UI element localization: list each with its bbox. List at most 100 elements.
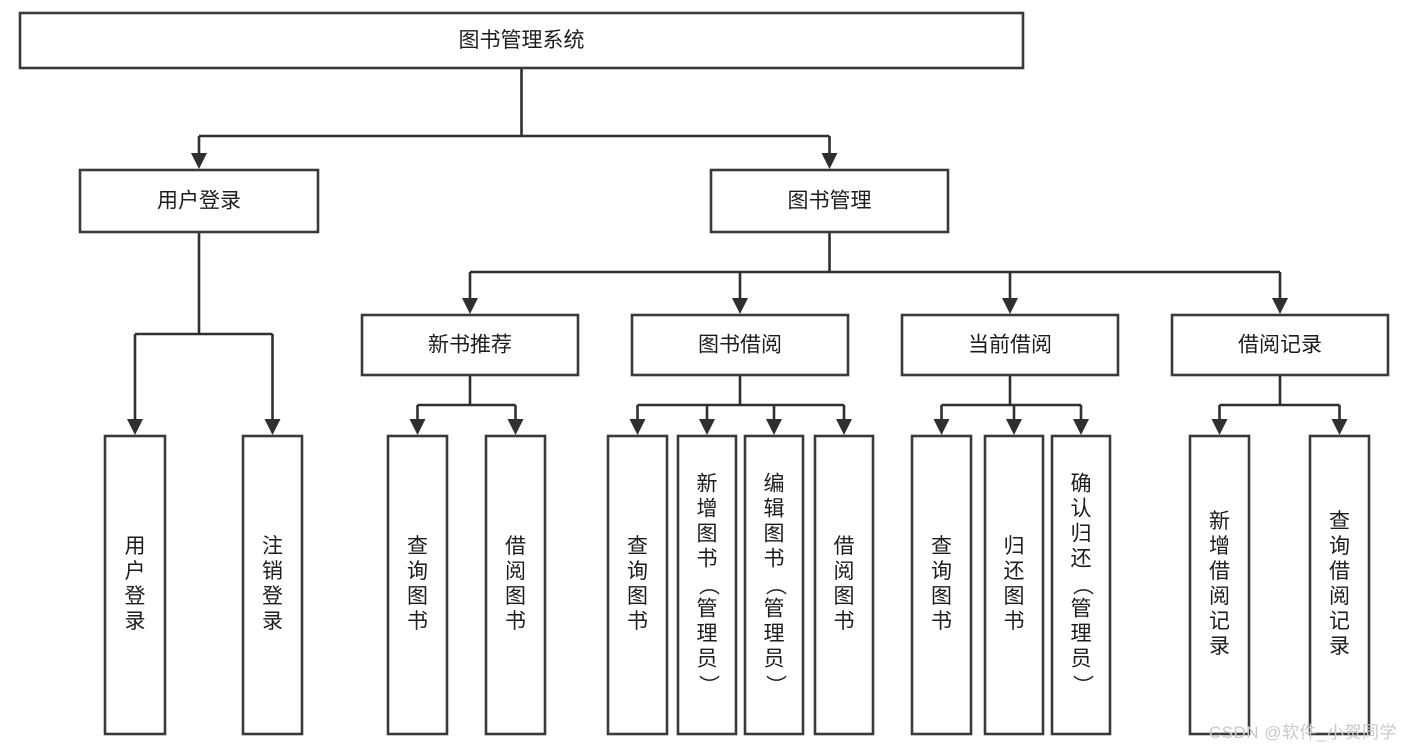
node-label-char: 书	[627, 610, 648, 633]
node-label-char: 书	[931, 610, 952, 633]
node-label-char: 户	[125, 560, 146, 583]
node-label-char: 编	[764, 473, 785, 496]
node-label-char: 阅	[1209, 585, 1230, 608]
node-label-char: 记	[1329, 610, 1350, 633]
node-label-char: 认	[1071, 498, 1092, 521]
node-box[interactable]	[241, 434, 304, 736]
arrow-head-icon	[933, 419, 950, 435]
node-box[interactable]	[983, 434, 1045, 736]
node-label-char: （	[1070, 575, 1093, 596]
node-record[interactable]: 借阅记录	[1170, 313, 1390, 377]
node-login[interactable]: 用户登录	[78, 168, 320, 234]
node-label-char: 阅	[505, 560, 526, 583]
node-current[interactable]: 当前借阅	[900, 313, 1120, 377]
node-label-char: 增	[1209, 535, 1230, 558]
arrow-head-icon	[191, 153, 207, 169]
node-label: 图书借阅	[698, 334, 782, 357]
node-box[interactable]	[709, 168, 950, 234]
arrow-head-icon	[629, 419, 646, 435]
node-label-char: 录	[1329, 635, 1350, 658]
arrow-head-icon	[462, 298, 478, 314]
arrow-head-icon	[836, 419, 852, 435]
node-box[interactable]	[484, 434, 547, 736]
node-label: 新书推荐	[428, 334, 512, 357]
node-box[interactable]	[606, 434, 669, 736]
node-label-char: 管	[764, 598, 785, 621]
connector-group-bookmgmt	[462, 232, 1288, 314]
arrow-head-icon	[264, 419, 281, 435]
node-label-char: 图	[1004, 585, 1025, 608]
node-bookmgmt[interactable]: 图书管理	[709, 168, 950, 234]
node-label-char: 借	[834, 535, 855, 558]
node-box[interactable]	[1188, 434, 1251, 736]
node-label-char: 图	[627, 585, 648, 608]
node-label-char: ）	[763, 675, 786, 696]
node-label-char: 记	[1209, 610, 1230, 633]
node-borrow[interactable]: 图书借阅	[630, 313, 850, 377]
node-label-char: 书	[834, 610, 855, 633]
node-box[interactable]	[18, 11, 1025, 70]
node-label-char: 辑	[764, 498, 785, 521]
node-label-char: 归	[1004, 535, 1025, 558]
arrow-head-icon	[127, 419, 143, 435]
node-box[interactable]	[743, 434, 805, 736]
node-leaf-user-login[interactable]: 用户登录	[103, 434, 167, 736]
node-label-char: 询	[627, 560, 648, 583]
node-box[interactable]	[813, 434, 875, 736]
node-box[interactable]	[1308, 434, 1371, 736]
node-box[interactable]	[103, 434, 167, 736]
node-label-char: 还	[1004, 560, 1025, 583]
arrow-head-icon	[821, 153, 838, 169]
node-label-char: 新	[1209, 510, 1230, 533]
node-label-char: （	[696, 575, 719, 596]
node-label-char: 管	[697, 598, 718, 621]
connector-group-borrow	[629, 375, 852, 435]
node-root[interactable]: 图书管理系统	[18, 11, 1025, 70]
node-box[interactable]	[78, 168, 320, 234]
node-label-char: 借	[505, 535, 526, 558]
node-label-char: 图	[834, 585, 855, 608]
node-label-char: 图	[931, 585, 952, 608]
node-label-char: 查	[1329, 510, 1350, 533]
node-label: 用户登录	[157, 190, 241, 213]
node-label-char: 录	[1209, 635, 1230, 658]
node-label-char: 员	[1071, 648, 1092, 671]
node-box[interactable]	[676, 434, 738, 736]
node-label: 图书管理系统	[459, 29, 585, 52]
node-box[interactable]	[386, 434, 449, 736]
node-label: 图书管理	[788, 190, 872, 213]
node-newbook[interactable]: 新书推荐	[360, 313, 580, 377]
node-label-char: 查	[627, 535, 648, 558]
connector-group-record	[1211, 375, 1348, 435]
node-label-char: 登	[125, 585, 146, 608]
arrow-head-icon	[1272, 298, 1288, 314]
connector-group-root	[191, 68, 838, 169]
node-label-char: 新	[697, 473, 718, 496]
node-label-char: 阅	[834, 560, 855, 583]
node-label-char: 阅	[1329, 585, 1350, 608]
node-label: 借阅记录	[1238, 334, 1322, 357]
node-box[interactable]	[1050, 434, 1112, 736]
node-box[interactable]	[900, 313, 1120, 377]
node-box[interactable]	[630, 313, 850, 377]
node-label-char: 归	[1071, 523, 1092, 546]
node-label-char: 图	[505, 585, 526, 608]
node-box[interactable]	[1170, 313, 1390, 377]
node-box[interactable]	[910, 434, 973, 736]
node-box[interactable]	[360, 313, 580, 377]
node-label-char: 员	[697, 648, 718, 671]
node-label-char: 询	[1329, 535, 1350, 558]
node-label-char: 书	[505, 610, 526, 633]
